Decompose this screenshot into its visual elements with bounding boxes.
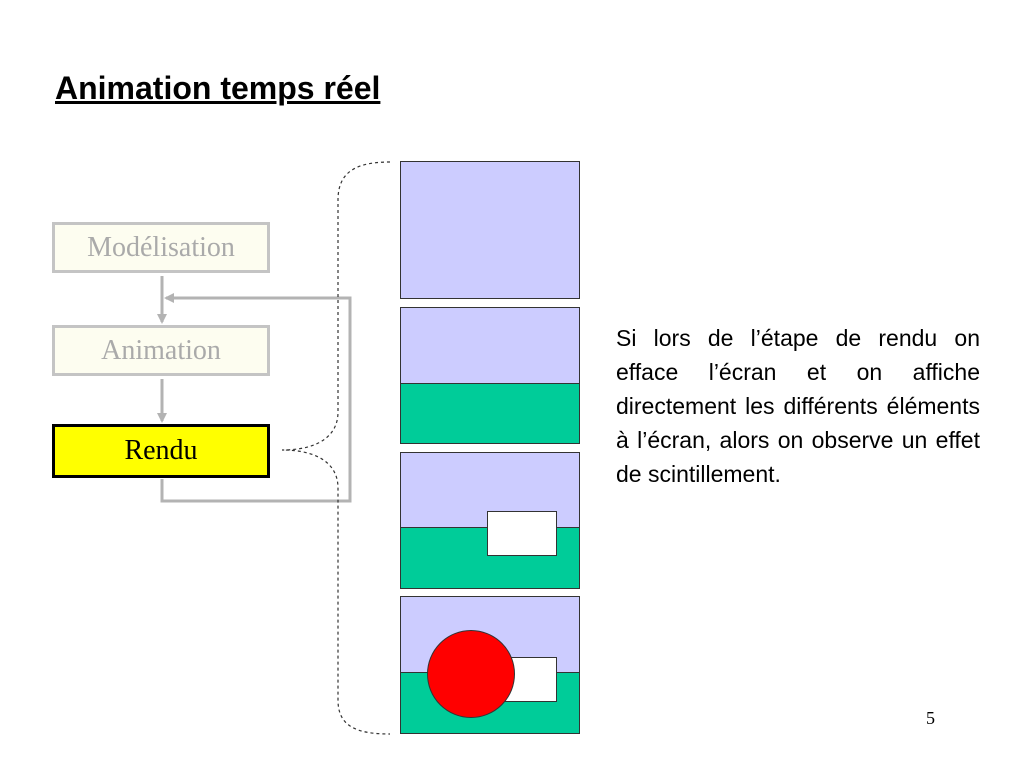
frame-2-ground	[400, 307, 580, 444]
frame-3-rectangle	[400, 452, 580, 589]
red-circle	[427, 630, 515, 718]
page-number: 5	[926, 708, 935, 728]
frame-1-sky	[400, 161, 580, 299]
frame-4-circle	[400, 596, 580, 734]
pipeline-step-animation: Animation	[52, 325, 270, 376]
description-text: Si lors de l’étape de rendu on efface l’…	[616, 325, 980, 487]
frames-brace	[281, 161, 391, 735]
slide-title: Animation temps réel	[55, 70, 381, 106]
white-rectangle	[487, 511, 557, 556]
ground	[401, 383, 579, 443]
pipeline-step-modelisation: Modélisation	[52, 222, 270, 273]
loop-back-arrow	[160, 293, 352, 503]
pipeline-step-rendu: Rendu	[52, 424, 270, 478]
